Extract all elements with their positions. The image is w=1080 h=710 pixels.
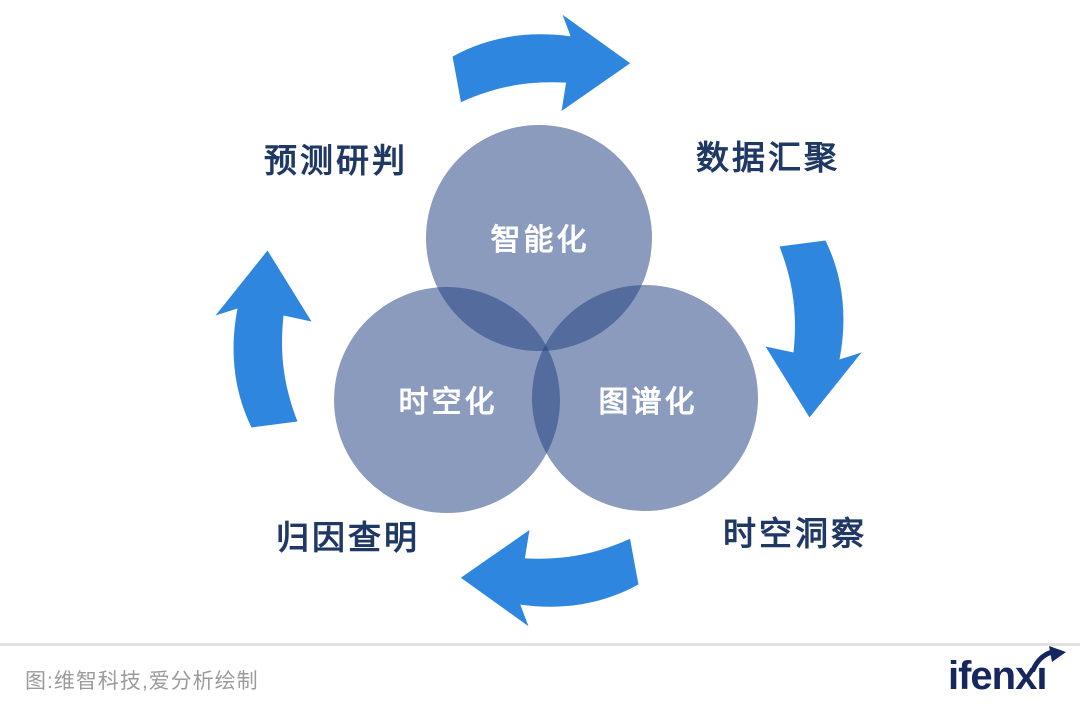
ifenxi-logo: ifenxı: [948, 646, 1066, 699]
circle-label-top: 智能化: [490, 224, 590, 257]
outer-label-bottom-right: 时空洞察: [723, 515, 867, 552]
circle-label-bottom-left: 时空化: [398, 386, 498, 419]
ifenxi-logo-text: ifenxı: [948, 654, 1047, 698]
venn-circle-bottom-left: [334, 287, 560, 513]
outer-label-top-right: 数据汇聚: [696, 139, 840, 176]
source-caption: 图:维智科技,爱分析绘制: [25, 670, 259, 693]
logo-arrow-icon: [1030, 646, 1066, 672]
outer-label-top-left: 预测研判: [264, 142, 408, 179]
venn-circle-bottom-right: [532, 285, 758, 511]
cycle-arrow-right-icon: [763, 233, 868, 423]
circle-label-bottom-right: 图谱化: [598, 386, 698, 419]
cycle-arrow-top-icon: [442, 5, 637, 120]
outer-label-bottom-left: 归因查明: [276, 519, 420, 556]
footer-divider: [0, 643, 1080, 646]
cycle-arrow-bottom-icon: [453, 521, 648, 636]
cycle-arrow-left-icon: [210, 246, 315, 436]
